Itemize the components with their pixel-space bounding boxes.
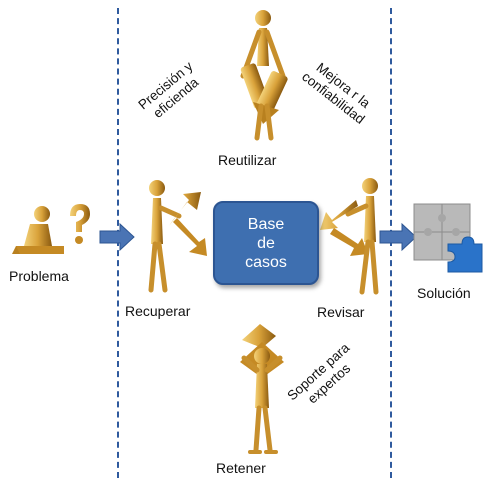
revisar-figure-icon xyxy=(320,178,379,295)
arrow-right-icon xyxy=(99,222,135,252)
problem-thinking-icon xyxy=(12,204,90,254)
case-base-line-1: Base xyxy=(247,215,285,233)
case-base-line-2: de xyxy=(257,234,275,252)
arrow-right-icon xyxy=(379,222,417,252)
case-base-line-3: casos xyxy=(245,253,287,271)
stage-reutilizar-label: Reutilizar xyxy=(218,152,277,168)
recuperar-figure-icon xyxy=(148,180,207,293)
reutilizar-figure-icon xyxy=(240,10,288,141)
case-base-box: Base de casos xyxy=(213,201,319,285)
retener-figure-icon xyxy=(240,324,284,454)
input-problema-label: Problema xyxy=(9,268,69,284)
stage-recuperar-label: Recuperar xyxy=(125,303,191,319)
stage-revisar-label: Revisar xyxy=(317,304,365,320)
annotation-top-right: Mejora r la confiabilidad xyxy=(284,45,392,139)
output-solucion-label: Solución xyxy=(417,285,471,301)
annotation-top-left: Precisión y eficienda xyxy=(119,44,224,139)
puzzle-icon xyxy=(413,203,483,273)
stage-retener-label: Retener xyxy=(216,460,266,476)
